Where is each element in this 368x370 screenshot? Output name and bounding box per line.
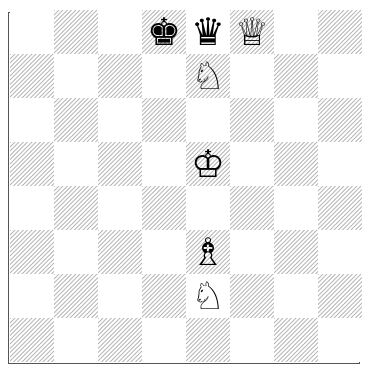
square-c3[interactable]: [98, 230, 142, 274]
black-king-icon[interactable]: ♚: [142, 10, 186, 54]
square-b3[interactable]: [54, 230, 98, 274]
square-e8[interactable]: ♛: [186, 10, 230, 54]
square-d4[interactable]: [142, 186, 186, 230]
square-h5[interactable]: [318, 142, 362, 186]
square-a6[interactable]: [10, 98, 54, 142]
square-d6[interactable]: [142, 98, 186, 142]
square-b8[interactable]: [54, 10, 98, 54]
square-e5[interactable]: ♔: [186, 142, 230, 186]
square-d2[interactable]: [142, 274, 186, 318]
square-d5[interactable]: [142, 142, 186, 186]
square-b6[interactable]: [54, 98, 98, 142]
square-e6[interactable]: [186, 98, 230, 142]
square-g3[interactable]: [274, 230, 318, 274]
square-d1[interactable]: [142, 318, 186, 362]
square-a5[interactable]: [10, 142, 54, 186]
square-a7[interactable]: [10, 54, 54, 98]
square-f8[interactable]: ♕: [230, 10, 274, 54]
square-f6[interactable]: [230, 98, 274, 142]
square-a4[interactable]: [10, 186, 54, 230]
square-b2[interactable]: [54, 274, 98, 318]
square-g2[interactable]: [274, 274, 318, 318]
square-g6[interactable]: [274, 98, 318, 142]
square-f1[interactable]: [230, 318, 274, 362]
square-d7[interactable]: [142, 54, 186, 98]
square-a1[interactable]: [10, 318, 54, 362]
square-c4[interactable]: [98, 186, 142, 230]
square-f5[interactable]: [230, 142, 274, 186]
square-g4[interactable]: [274, 186, 318, 230]
square-c7[interactable]: [98, 54, 142, 98]
square-e3[interactable]: ♗: [186, 230, 230, 274]
white-knight-icon[interactable]: ♘: [186, 54, 230, 98]
square-f4[interactable]: [230, 186, 274, 230]
square-g8[interactable]: [274, 10, 318, 54]
square-c8[interactable]: [98, 10, 142, 54]
square-c2[interactable]: [98, 274, 142, 318]
square-a2[interactable]: [10, 274, 54, 318]
square-e1[interactable]: [186, 318, 230, 362]
square-g1[interactable]: [274, 318, 318, 362]
square-g7[interactable]: [274, 54, 318, 98]
square-b4[interactable]: [54, 186, 98, 230]
black-queen-icon[interactable]: ♛: [186, 10, 230, 54]
square-c6[interactable]: [98, 98, 142, 142]
square-e2[interactable]: ♘: [186, 274, 230, 318]
square-e4[interactable]: [186, 186, 230, 230]
square-h7[interactable]: [318, 54, 362, 98]
square-c1[interactable]: [98, 318, 142, 362]
square-f2[interactable]: [230, 274, 274, 318]
square-f3[interactable]: [230, 230, 274, 274]
square-b7[interactable]: [54, 54, 98, 98]
white-king-icon[interactable]: ♔: [186, 142, 230, 186]
square-d3[interactable]: [142, 230, 186, 274]
square-h8[interactable]: [318, 10, 362, 54]
square-b5[interactable]: [54, 142, 98, 186]
square-b1[interactable]: [54, 318, 98, 362]
square-c5[interactable]: [98, 142, 142, 186]
square-h2[interactable]: [318, 274, 362, 318]
square-e7[interactable]: ♘: [186, 54, 230, 98]
white-bishop-icon[interactable]: ♗: [186, 230, 230, 274]
square-h3[interactable]: [318, 230, 362, 274]
square-a8[interactable]: [10, 10, 54, 54]
white-knight-icon[interactable]: ♘: [186, 274, 230, 318]
chess-board[interactable]: ♚♛♕♘♔♗♘: [10, 10, 362, 362]
square-a3[interactable]: [10, 230, 54, 274]
square-d8[interactable]: ♚: [142, 10, 186, 54]
square-h1[interactable]: [318, 318, 362, 362]
square-g5[interactable]: [274, 142, 318, 186]
square-h4[interactable]: [318, 186, 362, 230]
square-h6[interactable]: [318, 98, 362, 142]
square-f7[interactable]: [230, 54, 274, 98]
white-queen-icon[interactable]: ♕: [230, 10, 274, 54]
